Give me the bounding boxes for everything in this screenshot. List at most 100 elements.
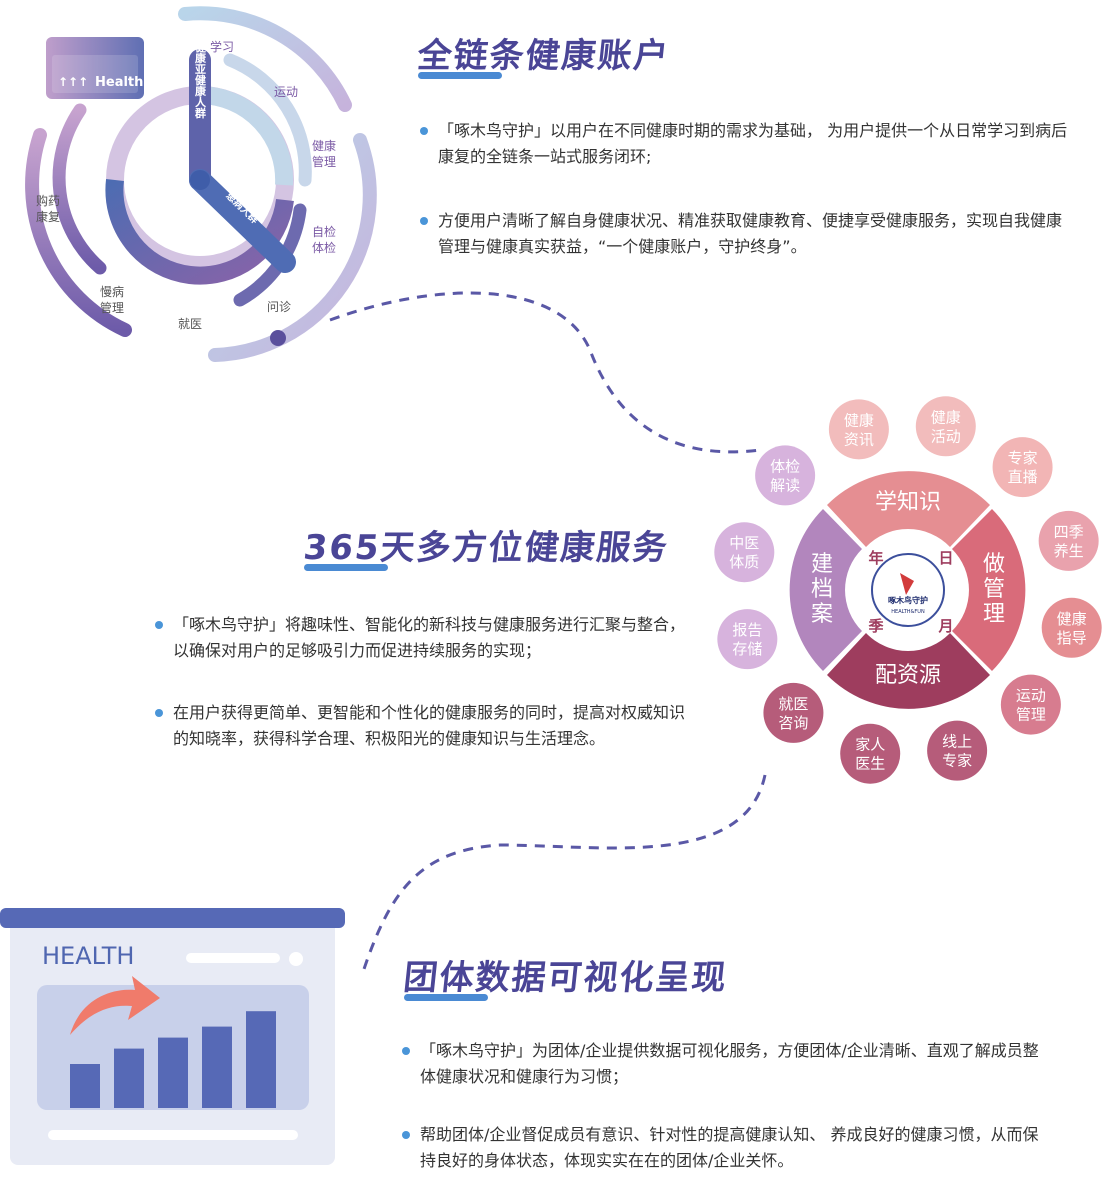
service-circle-label: 家人 — [855, 736, 885, 754]
segment-manage-label: 做管理 — [983, 552, 1005, 627]
arc-exercise — [223, 53, 312, 187]
svg-text:档: 档 — [811, 577, 833, 602]
section2-bullet-1-text: 「啄木鸟守护」将趣味性、智能化的新科技与健康服务进行汇聚与整合，以确保对用户的足… — [173, 615, 686, 660]
service-circle[interactable] — [915, 396, 976, 457]
badge-health-label: Health — [95, 75, 143, 90]
service-circle[interactable] — [763, 682, 824, 743]
bullet-dot — [420, 217, 428, 225]
chart-header-bar — [186, 953, 280, 963]
connector-bottom — [360, 774, 767, 976]
section2-bullet-2-text: 在用户获得更简单、更智能和个性化的健康服务的同时，提高对权威知识的知晓率，获得科… — [173, 703, 686, 748]
ring-label-check-1: 自检 — [312, 224, 336, 239]
service-circle-label: 健康 — [1057, 610, 1087, 628]
ring-label-chronic-2: 管理 — [100, 300, 124, 315]
bullet-dot — [420, 127, 428, 135]
arc-chronic — [52, 103, 107, 275]
service-circle-label: 资讯 — [844, 430, 874, 448]
section1-bullet-1-text: 「啄木鸟守护」以用户在不同健康时期的需求为基础， 为用户提供一个从日常学习到病后… — [438, 121, 1068, 166]
badge-arrows: ↑↑↑ — [58, 75, 88, 89]
service-circle-label: 管理 — [1016, 706, 1046, 724]
service-circle[interactable] — [717, 609, 778, 670]
health-chart-illustration: HEALTH — [0, 908, 345, 1165]
service-circle-label: 健康 — [844, 411, 874, 429]
service-circle-label: 存储 — [732, 640, 762, 658]
service-circle[interactable] — [1041, 597, 1102, 658]
service-circle-label: 专家 — [942, 752, 972, 770]
chart-panel-header — [0, 908, 345, 928]
section3-underline — [404, 994, 488, 1001]
service-circle-label: 就医 — [778, 695, 808, 713]
section1-bullet-2-text: 方便用户清晰了解自身健康状况、精准获取健康教育、便捷享受健康服务，实现自我健康管… — [438, 211, 1063, 256]
service-circle[interactable] — [1038, 510, 1099, 571]
ring-label-learn: 学习 — [210, 39, 234, 54]
segment-records[interactable] — [789, 509, 862, 671]
chart-bar — [246, 1011, 276, 1108]
segment-learn-label: 学知识 — [875, 490, 941, 515]
chart-header-dot — [289, 952, 303, 966]
woodpecker-icon — [900, 573, 914, 595]
section1-title: 全链条健康账户 — [415, 36, 672, 76]
bullet-dot — [402, 1131, 410, 1139]
ring-label-check-2: 体检 — [312, 240, 336, 255]
service-circle-label: 活动 — [931, 427, 961, 445]
section1-underline — [418, 72, 502, 79]
ring-labels: 学习 运动 健康 管理 自检 体检 问诊 就医 慢病 管理 购药 康复 — [36, 39, 336, 331]
char-season: 季 — [868, 617, 883, 635]
ring-label-manage-2: 管理 — [312, 154, 336, 169]
ring-label-consult: 问诊 — [267, 300, 291, 314]
segment-manage[interactable] — [952, 509, 1026, 671]
service-circle-label: 体质 — [729, 553, 759, 571]
logo-sub: HEALTH&FUN — [891, 609, 925, 615]
svg-text:管: 管 — [983, 577, 1005, 602]
section3-bullet-2-text: 帮助团体/企业督促成员有意识、针对性的提高健康认知、 养成良好的健康习惯，从而保… — [420, 1125, 1039, 1170]
svg-text:建: 建 — [811, 552, 833, 577]
section3-bullet-1: 「啄木鸟守护」为团体/企业提供数据可视化服务，方便团体/企业清晰、直观了解成员整… — [402, 1038, 1042, 1090]
service-circle-label: 体检 — [770, 457, 800, 475]
service-circle-label: 线上 — [942, 733, 972, 751]
section2-bullet-2: 在用户获得更简单、更智能和个性化的健康服务的同时，提高对权威知识的知晓率，获得科… — [155, 700, 685, 752]
service-circle[interactable] — [828, 399, 889, 460]
char-month: 月 — [937, 617, 953, 635]
bullet-dot — [402, 1047, 410, 1055]
section2-bullet-1: 「啄木鸟守护」将趣味性、智能化的新科技与健康服务进行汇聚与整合，以确保对用户的足… — [155, 612, 685, 664]
char-year: 年 — [868, 549, 883, 567]
health-badge — [46, 37, 144, 99]
section2-title: 365天多方位健康服务 — [301, 528, 671, 568]
chart-bars — [70, 1011, 276, 1108]
service-circle-label: 咨询 — [778, 714, 808, 732]
service-circle-label: 报告 — [732, 621, 762, 639]
service-circle[interactable] — [840, 723, 901, 784]
svg-text:理: 理 — [983, 602, 1005, 627]
arc-learning — [178, 6, 352, 112]
service-circle[interactable] — [992, 437, 1053, 498]
growth-arrow-icon — [70, 976, 160, 1035]
chart-bar — [202, 1026, 232, 1108]
service-circle-label: 健康 — [931, 408, 961, 426]
chart-footer-bar — [48, 1130, 298, 1140]
segment-learn[interactable] — [827, 471, 990, 547]
service-circle-label: 四季 — [1054, 523, 1084, 541]
service-circle-label: 医生 — [855, 755, 885, 773]
section1-bullet-1: 「啄木鸟守护」以用户在不同健康时期的需求为基础， 为用户提供一个从日常学习到病后… — [420, 118, 1070, 170]
hand-center — [190, 170, 210, 190]
service-circle[interactable] — [927, 720, 988, 781]
segment-resources[interactable] — [827, 633, 990, 709]
svg-text:案: 案 — [811, 602, 833, 627]
section3-title: 团体数据可视化呈现 — [401, 958, 730, 998]
service-circle[interactable] — [1000, 674, 1061, 735]
service-circle[interactable] — [714, 522, 775, 583]
bullet-dot — [155, 621, 163, 629]
health-badge-inner — [52, 55, 138, 93]
service-circle-label: 解读 — [770, 476, 800, 494]
ring-label-manage-1: 健康 — [312, 138, 336, 153]
label-healthy-group: 健康亚健康人群 — [194, 40, 208, 119]
ring-label-rehab-2: 康复 — [36, 209, 60, 224]
ring-label-hospital: 就医 — [178, 317, 202, 331]
arc-recovery — [25, 128, 132, 337]
service-circle[interactable] — [755, 445, 816, 506]
hand-sick — [189, 169, 296, 273]
section1-bullet-2: 方便用户清晰了解自身健康状况、精准获取健康教育、便捷享受健康服务，实现自我健康管… — [420, 208, 1070, 260]
inner-ring-top — [199, 86, 294, 186]
service-circle-label: 养生 — [1054, 542, 1084, 560]
